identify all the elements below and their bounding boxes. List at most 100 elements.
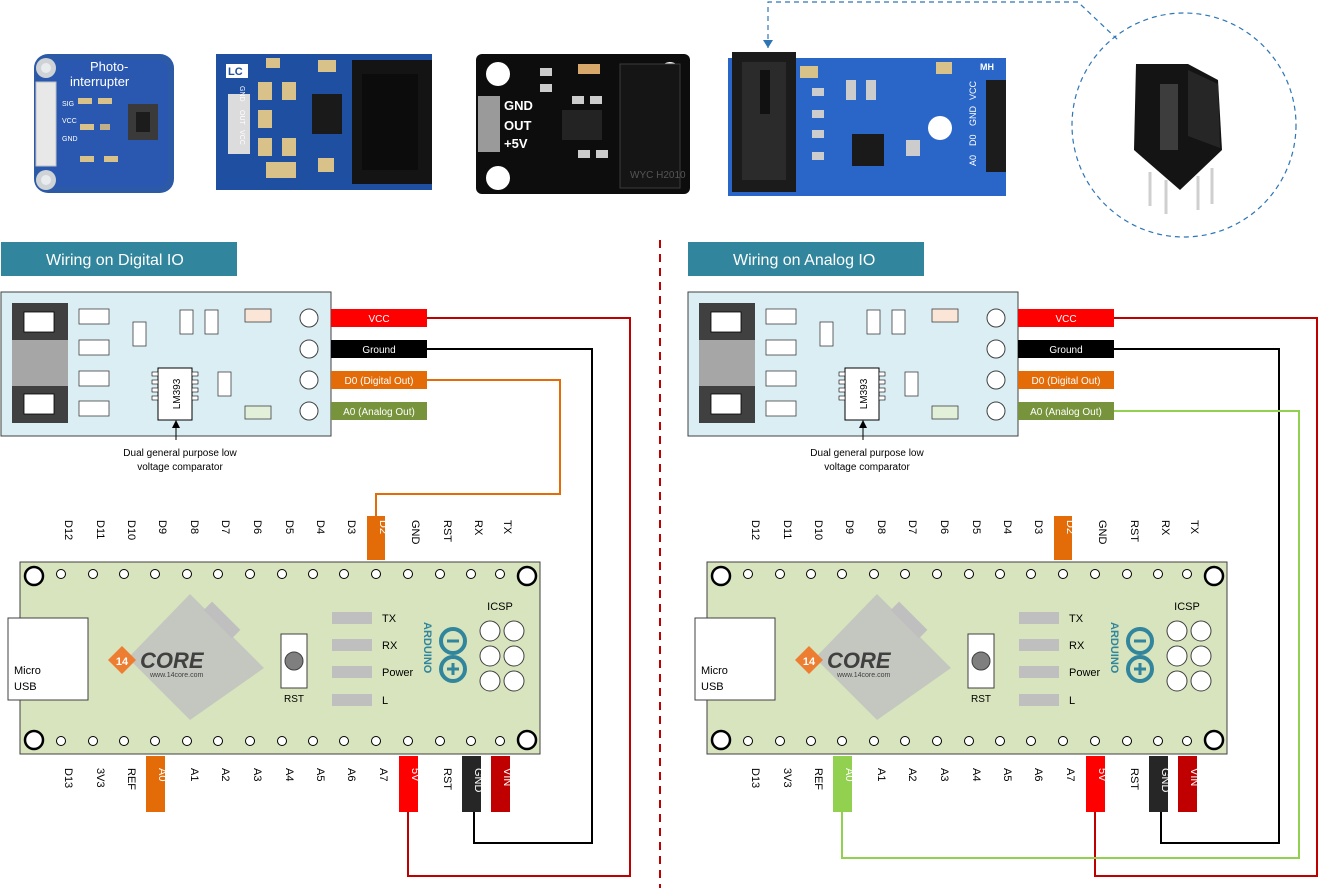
pin-label-top-d10: D10 xyxy=(812,520,824,540)
module-slot-window xyxy=(23,393,55,415)
logo-badge-text: 14 xyxy=(803,656,816,668)
header-pin-top xyxy=(339,569,349,579)
mounting-hole xyxy=(710,729,732,751)
chip-pin xyxy=(151,395,159,401)
pin-label-top-tx: TX xyxy=(501,520,513,535)
header-pin-bottom xyxy=(775,736,785,746)
header-pin-bottom xyxy=(466,736,476,746)
module-pin-hole xyxy=(299,339,319,359)
module-slot-window xyxy=(23,311,55,333)
header-pin-bottom xyxy=(182,736,192,746)
usb-label-line-2: USB xyxy=(701,681,724,693)
module-slot-gap xyxy=(699,340,755,386)
wires xyxy=(841,317,1318,877)
pin-label-bottom-rst: RST xyxy=(1128,768,1140,790)
pin-label-ground: Ground xyxy=(1049,345,1082,356)
icsp-pin xyxy=(1190,645,1212,667)
header-pin-top xyxy=(932,569,942,579)
header-pin-top xyxy=(150,569,160,579)
pin-label-top-d2: D2 xyxy=(1064,520,1076,534)
pin-label-bottom-a0: A0 xyxy=(156,768,168,781)
pin-highlight-bottom-5v xyxy=(1086,756,1105,812)
photo2-brand: LC xyxy=(228,66,243,78)
header-pin-top xyxy=(837,569,847,579)
pin-label-top-d9: D9 xyxy=(156,520,168,534)
header-pin-bottom xyxy=(56,736,66,746)
pin-highlight-bottom-gnd xyxy=(1149,756,1168,812)
photo4-brand: MH xyxy=(980,62,994,72)
micro-usb-port xyxy=(694,617,776,701)
pin-highlight-d2 xyxy=(367,516,385,560)
mounting-hole xyxy=(710,565,732,587)
pin-label-top-d4: D4 xyxy=(1001,520,1013,534)
pin-label-bottom-a5: A5 xyxy=(314,768,326,781)
pin-label-top-d8: D8 xyxy=(188,520,200,534)
pin-label-top-d8: D8 xyxy=(875,520,887,534)
header-pin-top xyxy=(88,569,98,579)
header-pin-top xyxy=(900,569,910,579)
pin-highlight-bottom-vin xyxy=(1178,756,1197,812)
photo1-pin-gnd: GND xyxy=(62,136,78,143)
chip-pin xyxy=(838,371,846,377)
module-pin-hole xyxy=(986,370,1006,390)
icsp-label: ICSP xyxy=(487,601,513,613)
chip-pin xyxy=(191,387,199,393)
module-caption-line-1: Dual general purpose low xyxy=(810,448,924,459)
header-pin-top xyxy=(403,569,413,579)
chip-label: LM393 xyxy=(172,378,183,409)
board-led xyxy=(1019,639,1059,651)
pin-label-top-d6: D6 xyxy=(251,520,263,534)
icsp-pin xyxy=(503,645,525,667)
photo1-label-2: interrupter xyxy=(70,74,130,89)
chip-pin xyxy=(191,379,199,385)
pin-label-analog-out: A0 (Analog Out) xyxy=(1030,407,1102,418)
header-pin-bottom xyxy=(1182,736,1192,746)
module-caption-line-1: Dual general purpose low xyxy=(123,448,237,459)
photo-interrupter-module-lc: LC GND OUT VCC xyxy=(216,54,432,190)
logo-badge-icon xyxy=(108,646,136,674)
header-pin-bottom xyxy=(743,736,753,746)
chip-pin xyxy=(151,371,159,377)
header-pin-top xyxy=(277,569,287,579)
pin-label-top-d3: D3 xyxy=(1032,520,1044,534)
pin-label-top-d7: D7 xyxy=(219,520,231,534)
module-signal-led xyxy=(931,405,959,420)
header-pin-bottom xyxy=(1026,736,1036,746)
arduino-logo-icon xyxy=(439,655,467,683)
reset-button-label: RST xyxy=(971,694,991,705)
photo3-pin-5v: +5V xyxy=(504,136,528,151)
module-resistor xyxy=(891,309,906,335)
module-pin-hole xyxy=(986,401,1006,421)
module-caption-line-2: voltage comparator xyxy=(824,462,910,473)
module-resistor xyxy=(765,400,797,417)
photo2-pin-gnd: GND xyxy=(238,86,245,102)
pin-label-bottom-a4: A4 xyxy=(970,768,982,781)
photo-interrupter-module-black: GND OUT +5V WYC H2010 xyxy=(476,54,690,194)
chip-pin xyxy=(838,387,846,393)
header-pin-top xyxy=(1058,569,1068,579)
pin-label-bottom-gnd: GND xyxy=(1159,768,1171,793)
module-resistor xyxy=(179,309,194,335)
sensor-module: LM393 xyxy=(687,291,1019,437)
icsp-pin xyxy=(479,670,501,692)
chip-pin xyxy=(838,395,846,401)
caption-arrowhead-icon xyxy=(172,420,180,428)
wires xyxy=(375,317,631,877)
lm393-chip xyxy=(844,367,880,421)
pin-label-bottom-rst: RST xyxy=(441,768,453,790)
board-pcb xyxy=(706,561,1228,755)
panel-title-bg xyxy=(688,242,924,276)
header-pin-bottom xyxy=(837,736,847,746)
header-pin-top xyxy=(806,569,816,579)
header-pin-top xyxy=(119,569,129,579)
chip-pin xyxy=(151,387,159,393)
header-pin-top xyxy=(964,569,974,579)
module-pin-hole xyxy=(299,308,319,328)
icsp-pin xyxy=(479,645,501,667)
pin-label-bottom-a5: A5 xyxy=(1001,768,1013,781)
header-pin-top xyxy=(1122,569,1132,579)
arduino-logo-icon xyxy=(439,627,467,655)
callout-dashed-line xyxy=(767,1,1119,48)
